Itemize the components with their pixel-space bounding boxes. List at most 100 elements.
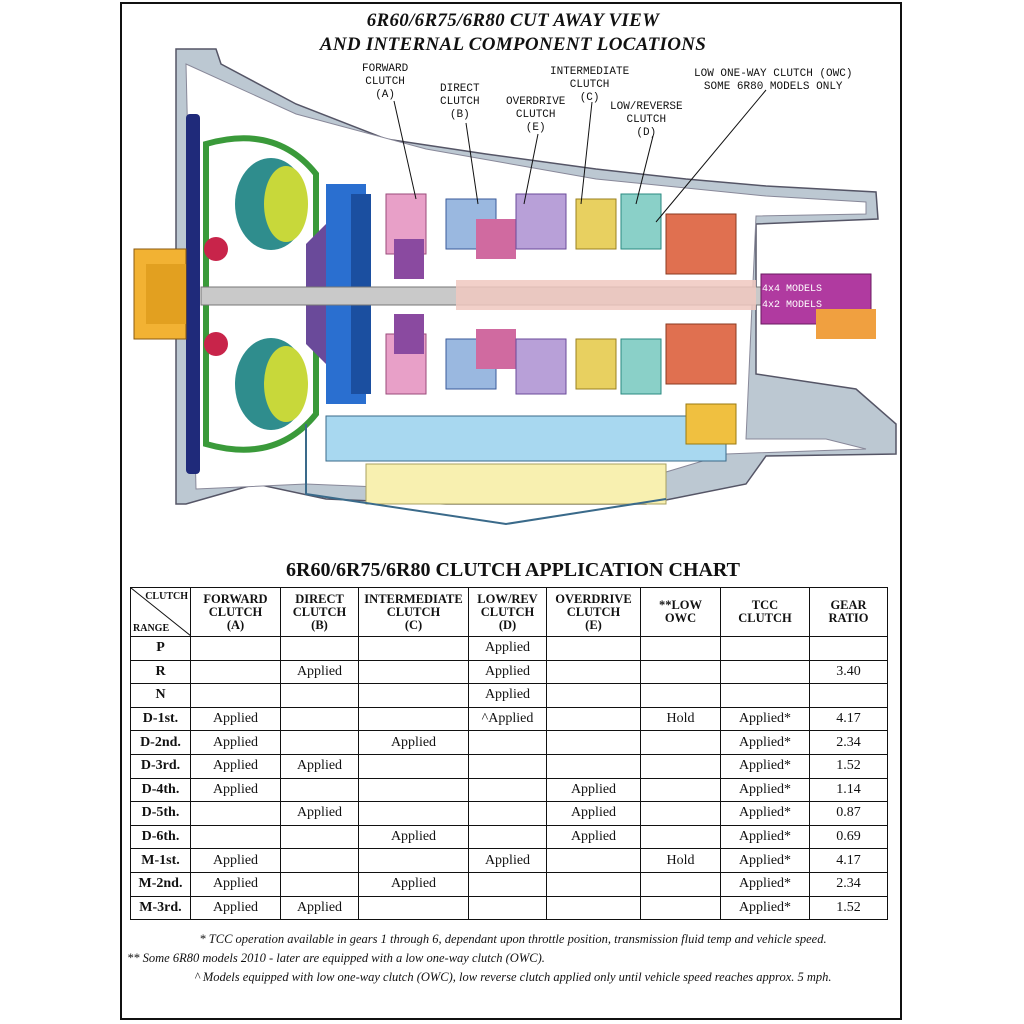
leader-forward [393, 100, 417, 200]
table-cell: 1.52 [809, 753, 888, 779]
table-cell [720, 683, 810, 708]
table-cell: Applied [546, 824, 641, 850]
table-cell: Applied [190, 706, 281, 732]
transmission-cutaway-illustration [133, 48, 897, 526]
table-cell [358, 683, 469, 708]
range-cell: M-3rd. [130, 895, 191, 921]
low-reverse-clutch-pack [620, 193, 662, 395]
label-4x4-models: 4x4 MODELS [762, 284, 823, 295]
table-cell: Applied [468, 683, 547, 708]
table-cell: Applied* [720, 730, 810, 755]
footnote-tcc: * TCC operation available in gears 1 thr… [199, 932, 827, 946]
table-cell: Applied [280, 801, 359, 826]
torque-converter [203, 135, 319, 453]
footnote-owc: ** Some 6R80 models 2010 - later are equ… [127, 951, 545, 965]
table-cell [358, 753, 469, 779]
table-cell [190, 683, 281, 708]
callout-forward-clutch: FORWARD CLUTCH (A) [362, 63, 409, 101]
table-cell: Hold [640, 848, 721, 873]
leader-direct [465, 122, 479, 205]
table-cell [640, 895, 721, 921]
table-cell [358, 659, 469, 685]
table-cell [546, 706, 641, 732]
table-cell: Applied* [720, 871, 810, 897]
table-cell [358, 895, 469, 921]
range-cell: D-5th. [130, 801, 191, 826]
rear-planetary-lower [665, 323, 737, 385]
table-cell: Applied [280, 895, 359, 921]
table-cell: Applied [546, 777, 641, 803]
table-cell [640, 753, 721, 779]
table-cell: Applied* [720, 801, 810, 826]
table-cell: 2.34 [809, 730, 888, 755]
table-cell [468, 824, 547, 850]
table-cell [280, 636, 359, 661]
table-cell: Applied [358, 871, 469, 897]
table-cell [640, 636, 721, 661]
table-cell [358, 706, 469, 732]
flexplate [186, 114, 200, 474]
diagram-title-line1: 6R60/6R75/6R80 CUT AWAY VIEW [366, 10, 660, 31]
table-cell [640, 730, 721, 755]
table-cell: 3.40 [809, 659, 888, 685]
table-cell: ^Applied [468, 706, 547, 732]
valve-body [325, 415, 727, 462]
table-cell [546, 636, 641, 661]
table-cell: Applied [546, 801, 641, 826]
range-cell: D-4th. [130, 777, 191, 803]
leader-low-reverse [635, 135, 654, 205]
table-cell: 1.52 [809, 895, 888, 921]
range-cell: D-2nd. [130, 730, 191, 755]
table-cell [468, 801, 547, 826]
table-cell: Applied [468, 848, 547, 873]
table-cell [190, 659, 281, 685]
range-cell: N [130, 683, 191, 708]
table-cell: Applied [280, 753, 359, 779]
table-cell: 4.17 [809, 706, 888, 732]
table-cell: Applied [190, 895, 281, 921]
table-cell: Applied [468, 659, 547, 685]
table-cell [358, 636, 469, 661]
table-cell: 1.14 [809, 777, 888, 803]
table-cell [468, 871, 547, 897]
table-cell [280, 683, 359, 708]
callout-low-reverse-clutch: LOW/REVERSE CLUTCH (D) [610, 101, 683, 139]
table-cell [640, 801, 721, 826]
callout-direct-clutch: DIRECT CLUTCH (B) [440, 83, 480, 121]
table-cell [720, 636, 810, 661]
table-cell [280, 777, 359, 803]
table-cell: Applied [190, 871, 281, 897]
table-cell: Applied [358, 730, 469, 755]
table-cell [468, 753, 547, 779]
table-cell [280, 871, 359, 897]
table-cell: Applied [190, 777, 281, 803]
page-frame: 6R60/6R75/6R80 CUT AWAY VIEW AND INTERNA… [120, 2, 902, 1020]
table-cell [280, 824, 359, 850]
table-cell: Applied* [720, 753, 810, 779]
table-cell: Applied [190, 848, 281, 873]
range-cell: D-1st. [130, 706, 191, 732]
table-cell: Applied* [720, 824, 810, 850]
table-cell [640, 683, 721, 708]
table-cell [720, 659, 810, 685]
label-4x2-models: 4x2 MODELS [762, 300, 823, 311]
table-cell [809, 636, 888, 661]
table-cell: 2.34 [809, 871, 888, 897]
table-cell [546, 895, 641, 921]
table-cell [468, 895, 547, 921]
range-cell: D-3rd. [130, 753, 191, 779]
leader-low-owc [655, 89, 767, 223]
